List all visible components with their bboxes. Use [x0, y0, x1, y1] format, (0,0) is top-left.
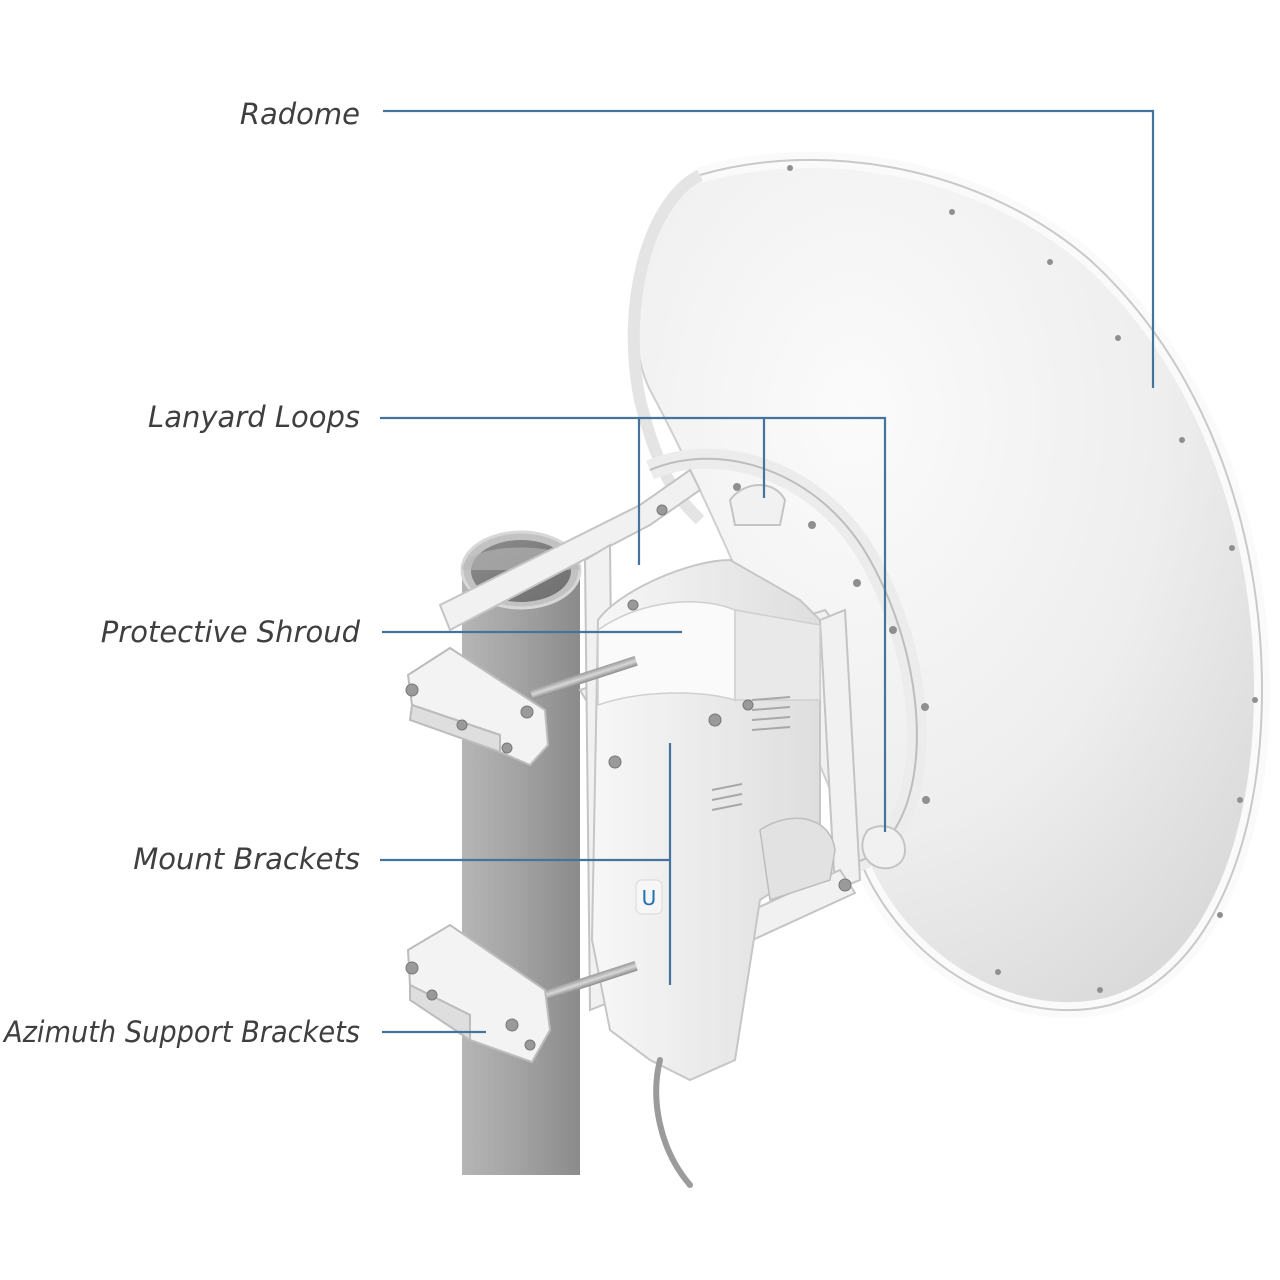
- mount-brackets-label: Mount Brackets: [133, 842, 360, 876]
- protective-shroud: [590, 558, 836, 1082]
- leader-lines: [380, 109, 1155, 1034]
- threaded-rods: [530, 656, 638, 1005]
- bracket-bolts: [405, 504, 852, 1051]
- radome-leader: [383, 109, 1155, 388]
- mounting-pole: [460, 530, 582, 1175]
- lanyard-loops-leader: [380, 416, 887, 832]
- radome-label: Radome: [240, 97, 360, 131]
- ethernet-cable: [653, 1057, 693, 1188]
- azimuth-support-brackets-label: Azimuth Support Brackets: [2, 1015, 360, 1049]
- protective-shroud-label: Protective Shroud: [101, 615, 361, 649]
- logo-mark: U: [642, 886, 657, 910]
- device-logo: U: [635, 879, 663, 915]
- lanyard-loops-label: Lanyard Loops: [148, 400, 360, 434]
